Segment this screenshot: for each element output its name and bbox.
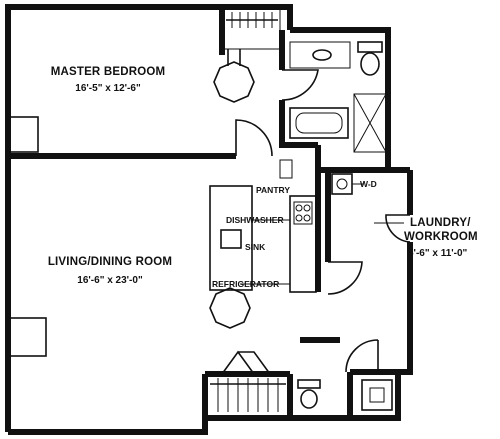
- pantry-label: PANTRY: [256, 185, 290, 195]
- powder-sink: [369, 387, 385, 403]
- living-dining-dims: 16'-6" x 23'-0": [77, 275, 143, 286]
- toilet-bowl: [360, 52, 380, 76]
- toilet-tank: [357, 41, 383, 53]
- washer-drum: [336, 178, 348, 190]
- interior-walls: [8, 7, 398, 418]
- washer-dryer-label: W-D: [360, 179, 377, 189]
- bedroom-door-swing: [235, 119, 273, 157]
- top-wall-closet: [222, 4, 293, 30]
- dishwasher-label: DISHWASHER: [226, 215, 284, 225]
- upper-bay: [7, 116, 39, 153]
- powder-toilet-tank: [297, 379, 321, 389]
- bath-right-wall: [385, 122, 410, 173]
- bath-door-swing: [281, 69, 319, 101]
- bottom-closet-hangers: [217, 378, 279, 412]
- bathtub-inner: [295, 112, 343, 134]
- kitchen-top-wall: [279, 118, 318, 148]
- living-dining-label: LIVING/DINING ROOM: [48, 256, 172, 268]
- laundry-label-line1: LAUNDRY/: [410, 217, 471, 229]
- entry-door-swing: [345, 339, 379, 373]
- powder-toilet-bowl: [300, 389, 318, 409]
- master-bedroom-label: MASTER BEDROOM: [51, 66, 166, 78]
- sink-label: SINK: [245, 242, 266, 252]
- bedroom-octagon-table: [213, 61, 255, 103]
- powder-room: [297, 379, 393, 411]
- laundry: [331, 173, 404, 224]
- burner-1: [295, 204, 303, 212]
- powder-vanity: [361, 379, 393, 411]
- burner-2: [303, 204, 311, 212]
- closet-outline: [223, 8, 281, 50]
- bottom-right-wall: [350, 348, 413, 421]
- kitchen-counter: [289, 195, 317, 293]
- bedroom-closet: [223, 8, 281, 66]
- bathroom: [289, 41, 387, 153]
- island-sink: [220, 229, 242, 249]
- shower-drain: [353, 93, 387, 153]
- vanity: [289, 41, 351, 69]
- washer-dryer: [331, 173, 353, 195]
- kitchen-island: [209, 185, 253, 291]
- bottom-closet-bifold-doors: [221, 350, 271, 375]
- dining-octagon-table: [209, 287, 251, 329]
- vanity-sink: [312, 49, 332, 61]
- left-wall-bays: [7, 116, 47, 357]
- bottom-closet: [210, 350, 286, 412]
- laundry-closet-door-swing: [385, 214, 411, 243]
- laundry-label-line2: WORKROOM: [404, 231, 478, 243]
- laundry-door-swing: [327, 261, 363, 295]
- pantry-door: [279, 159, 293, 179]
- shower: [353, 93, 387, 153]
- burner-4: [303, 214, 311, 222]
- cooktop: [293, 201, 313, 225]
- bath-top-right-wall: [290, 27, 391, 122]
- refrigerator-label: REFRIGERATOR: [212, 279, 279, 289]
- laundry-dims: 5'-6" x 11'-0": [408, 248, 468, 259]
- bathtub: [289, 107, 349, 139]
- lower-bay: [7, 317, 47, 357]
- door-swings: [235, 69, 411, 373]
- kitchen: [209, 159, 317, 293]
- master-bedroom-dims: 16'-5" x 12'-6": [75, 83, 141, 94]
- bottom-left-wall: [8, 374, 208, 435]
- burner-3: [295, 214, 303, 222]
- closet-hangers: [231, 12, 273, 28]
- closet-door: [227, 49, 241, 66]
